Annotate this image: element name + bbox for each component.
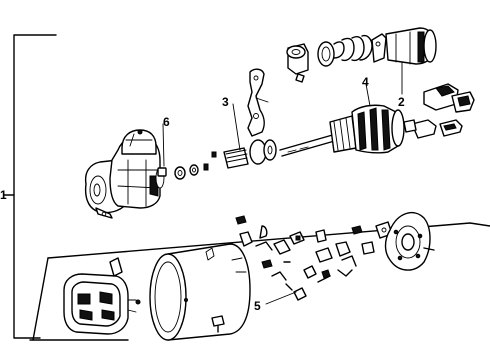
field-frame [149,243,251,341]
return-spring [317,34,373,67]
callout-5: 5 [254,299,261,313]
starter-assembly [84,129,165,219]
callout-labels: 1 2 3 4 5 6 [0,75,405,313]
callout-2: 2 [398,95,405,109]
solenoid [371,27,437,65]
pole-shoes [411,83,475,139]
drive-gear [223,139,277,169]
brush-holder-hardware [235,215,393,301]
callout-3: 3 [222,95,229,109]
armature [279,104,417,157]
pinion-stop-collar [157,151,217,180]
callout-4: 4 [362,75,369,89]
brush-holder [63,257,141,335]
callout-1: 1 [0,188,7,202]
callout-6: 6 [163,115,170,129]
plunger [286,43,309,83]
end-plate [384,211,435,271]
frame-screw [211,315,225,333]
assembly-bracket [3,34,57,339]
shift-lever [247,68,269,137]
lower-parts-tray [29,222,490,341]
leader-lines [162,61,403,305]
